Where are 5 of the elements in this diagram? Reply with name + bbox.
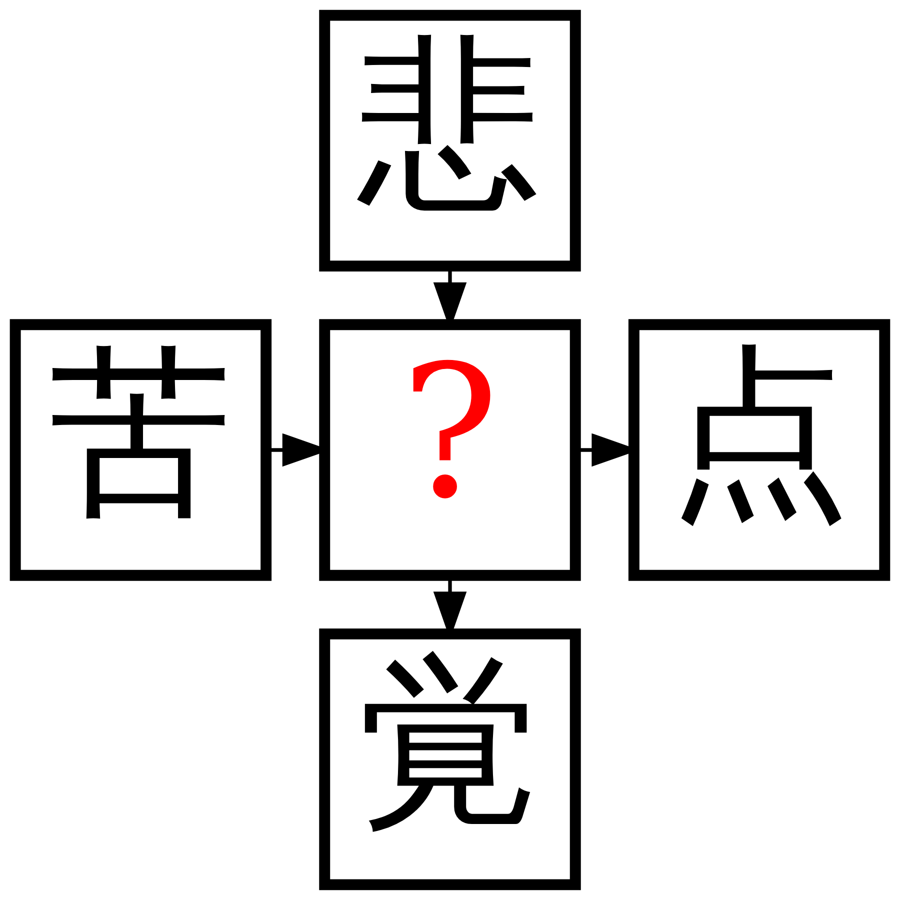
node-box: 点 [628, 319, 890, 581]
node-box: 覚 [319, 628, 581, 890]
node-box: 悲 [319, 10, 581, 272]
node-box: ? [319, 319, 581, 581]
node-box: 苦 [10, 319, 272, 581]
